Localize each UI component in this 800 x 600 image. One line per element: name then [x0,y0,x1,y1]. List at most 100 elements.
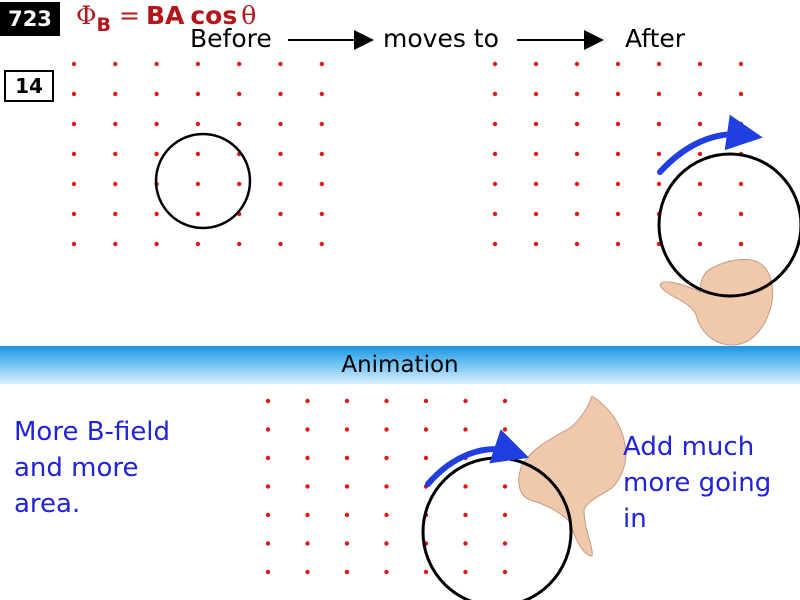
field-dot [533,181,539,187]
field-dot [615,121,621,127]
field-dot [423,398,429,404]
loop-before [154,132,252,230]
field-dot [384,569,389,575]
field-dot [278,91,283,97]
field-dot [463,484,468,489]
field-dot [463,427,468,432]
slide-number-badge: 723 [0,2,60,36]
field-dot [113,61,118,67]
field-dot [305,512,310,518]
field-dot [615,211,621,217]
field-dot [574,61,580,67]
field-dot [533,241,539,247]
field-dot [697,211,703,217]
field-dot [574,151,580,157]
field-dot [278,241,283,247]
animation-bar: Animation [0,346,800,384]
field-dot [154,121,159,127]
field-dot [265,512,271,518]
field-dot [195,121,201,127]
field-dot [71,61,77,67]
field-dot [533,61,539,67]
field-dot [533,211,539,217]
field-dot [502,569,508,575]
field-dot [463,398,468,404]
field-dot [154,91,159,97]
field-dot [738,241,744,247]
field-dot [738,181,744,187]
rotation-arrow-after [657,114,763,175]
field-dot [615,151,621,157]
field-dot [574,241,580,247]
field-dot [305,541,310,546]
field-dot [738,91,744,97]
field-dot [344,569,350,575]
field-dot [344,427,350,432]
field-dot [656,121,662,127]
field-dot [502,427,508,432]
field-dot [71,181,77,187]
field-dot [492,211,498,217]
field-dot [502,541,508,546]
field-dot [656,151,662,157]
field-dot [492,61,498,67]
field-dot [615,241,621,247]
field-dot [319,151,324,157]
field-dot [319,91,324,97]
field-dot [533,121,539,127]
field-dot [615,181,621,187]
field-dots-animation [265,398,508,575]
field-dot [113,121,118,127]
field-dot [344,484,350,489]
field-dot [305,455,310,461]
field-dot [195,241,201,247]
field-dot [113,91,118,97]
formula-ba: BA [145,1,185,30]
field-dot [319,241,324,247]
field-dot [492,91,498,97]
field-dot [237,61,242,67]
field-dots-before [71,61,324,247]
field-dot [738,61,744,67]
field-dot [533,91,539,97]
field-dot [574,181,580,187]
loop-after [657,152,800,298]
field-dot [195,211,201,217]
field-dot [71,211,77,217]
field-dot [697,181,703,187]
field-dot [656,61,662,67]
field-dot [492,241,498,247]
field-dot [384,484,389,489]
field-dot [305,398,310,404]
field-dot [656,91,662,97]
field-dot [278,181,283,187]
field-dot [533,151,539,157]
field-dot [423,427,429,432]
field-dot [319,121,324,127]
field-dot [384,541,389,546]
field-dot [237,241,242,247]
field-dot [738,121,744,127]
field-dot [319,181,324,187]
field-dot [113,211,118,217]
field-dot [265,398,271,404]
field-dot [195,151,201,157]
field-dot [502,512,508,518]
field-dot [423,455,429,461]
field-dot [154,61,159,67]
loop-animation [421,456,573,600]
field-dot [237,91,242,97]
field-dot [384,398,389,404]
field-dot [502,484,508,489]
formula-theta: θ [241,1,257,30]
field-dot [319,211,324,217]
field-dot [237,121,242,127]
field-dot [265,484,271,489]
field-dot [305,427,310,432]
hand-after-icon [659,259,774,346]
formula-cos: cos [190,1,238,30]
phi-subscript: B [96,14,111,36]
field-dot [154,241,159,247]
field-dot [615,91,621,97]
field-dot [738,211,744,217]
